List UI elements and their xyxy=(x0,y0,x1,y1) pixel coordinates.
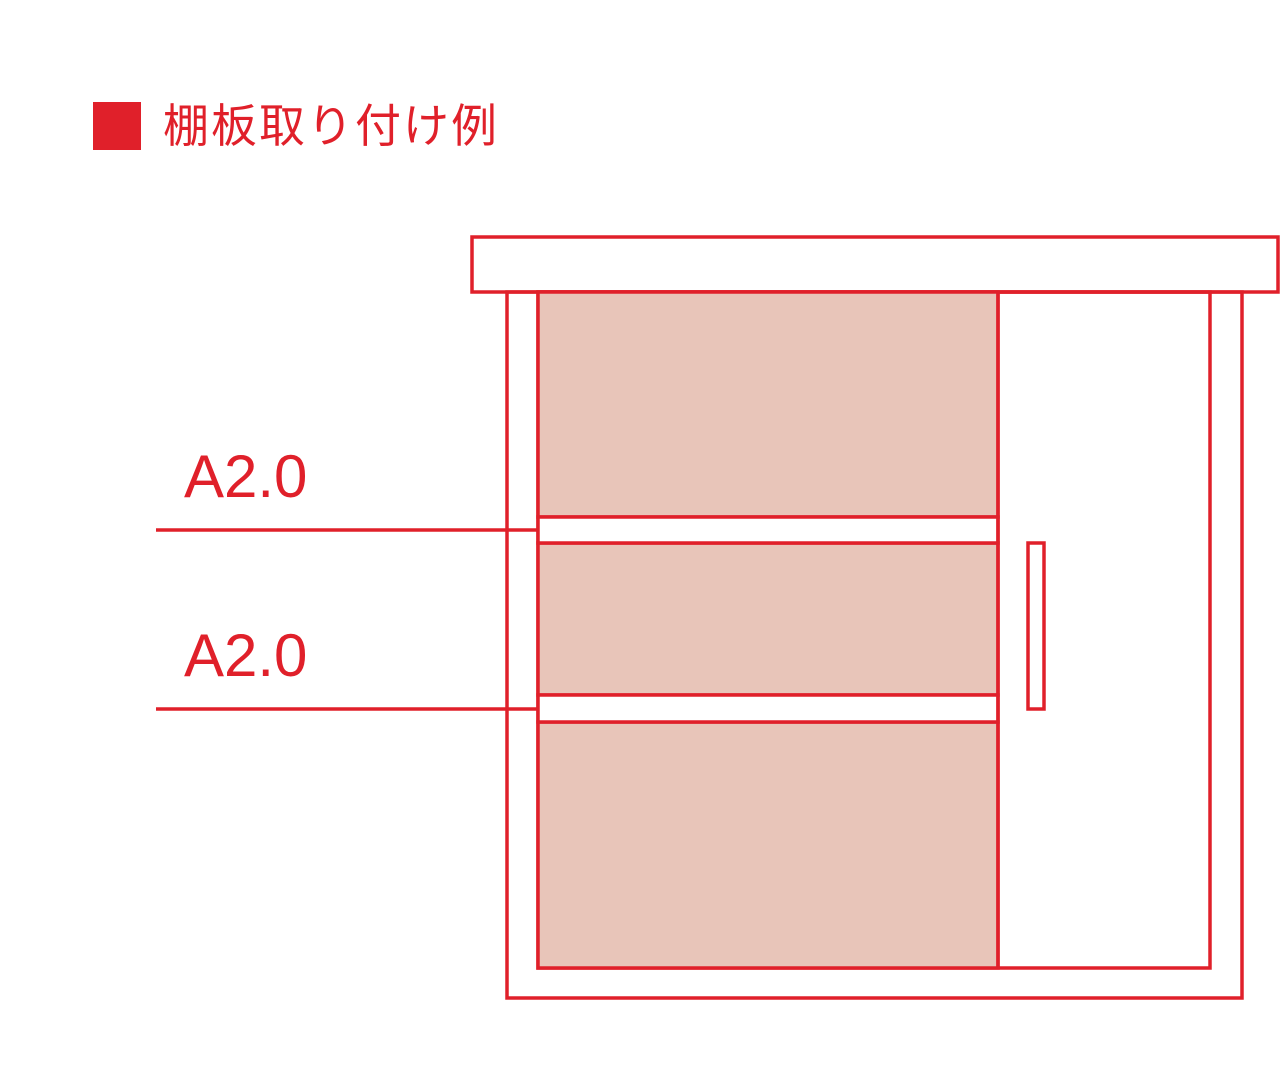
dimension-label-lower: A2.0 xyxy=(184,622,307,689)
compartment-upper xyxy=(536,290,1000,519)
shelf-board-upper xyxy=(536,515,1000,545)
compartment-lower xyxy=(536,720,1000,970)
cabinet-top-board xyxy=(470,235,1280,294)
red-square-icon xyxy=(93,102,141,150)
section-title: 棚板取り付け例 xyxy=(163,99,499,153)
dimension-label-upper: A2.0 xyxy=(184,443,307,510)
shelf-board-lower xyxy=(536,693,1000,724)
compartment-middle xyxy=(536,541,1000,697)
door-handle xyxy=(1026,541,1046,711)
section-heading: 棚板取り付け例 xyxy=(93,96,499,156)
